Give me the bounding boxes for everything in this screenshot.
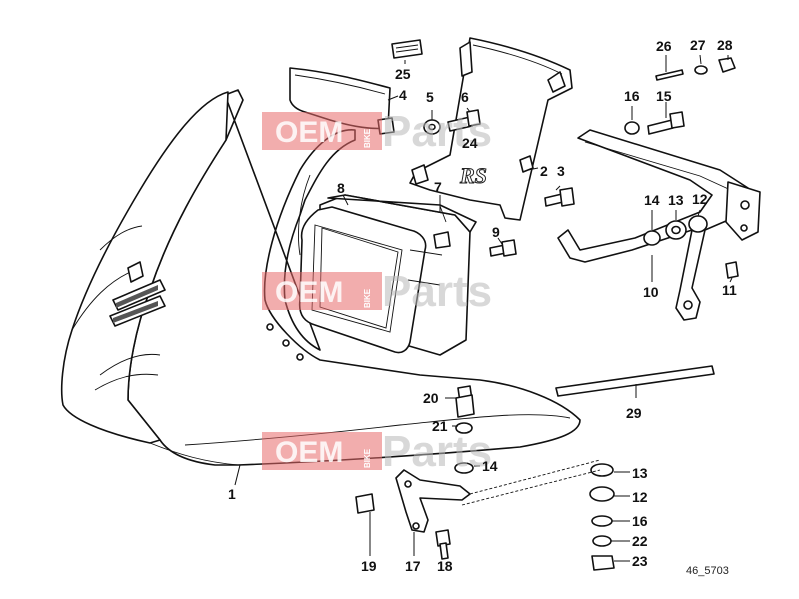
- callout-16-upper: 16: [624, 88, 640, 104]
- callout-2: 2: [540, 163, 548, 179]
- callout-19: 19: [361, 558, 377, 574]
- callout-8: 8: [337, 180, 345, 196]
- callout-18: 18: [437, 558, 453, 574]
- callout-13-upper: 13: [668, 192, 684, 208]
- callout-7: 7: [434, 179, 442, 195]
- type-plate: [391, 39, 423, 59]
- callout-26: 26: [656, 38, 672, 54]
- rs-decal: RS: [459, 163, 487, 188]
- rubber-strip: [555, 365, 715, 397]
- callout-29: 29: [626, 405, 642, 421]
- callout-15: 15: [656, 88, 672, 104]
- callout-11: 11: [722, 282, 737, 298]
- leader-lines: [234, 54, 733, 562]
- callout-14-lower: 14: [482, 458, 498, 474]
- watermark-top: OEM BIKE Parts: [262, 107, 492, 156]
- callout-6: 6: [461, 89, 469, 105]
- callout-16-lower: 16: [632, 513, 648, 529]
- callout-14-upper: 14: [644, 192, 660, 208]
- watermark-parts: Parts: [382, 107, 492, 156]
- panel-screws: [489, 187, 575, 257]
- watermark-oem: OEM: [275, 276, 343, 309]
- callout-12-upper: 12: [692, 191, 708, 207]
- watermark-bottom: OEM BIKE Parts: [262, 427, 492, 476]
- watermark-bike: BIKE: [363, 448, 372, 468]
- callout-28: 28: [717, 37, 733, 53]
- callout-1: 1: [228, 486, 236, 502]
- callout-12-lower: 12: [632, 489, 648, 505]
- headlight-bracket: [557, 129, 761, 321]
- callout-24: 24: [462, 135, 478, 151]
- watermark-middle: OEM BIKE Parts: [262, 267, 492, 316]
- callout-9: 9: [492, 224, 500, 240]
- callout-17: 17: [405, 558, 421, 574]
- callout-27: 27: [690, 37, 706, 53]
- diagram-reference-code: 46_5703: [686, 565, 729, 577]
- watermark-parts: Parts: [382, 427, 492, 476]
- rs-panel: RS: [409, 37, 573, 221]
- watermark-bike: BIKE: [363, 128, 372, 148]
- watermark-oem: OEM: [275, 436, 343, 469]
- callout-3: 3: [557, 163, 565, 179]
- callout-22: 22: [632, 533, 648, 549]
- bracket-fasteners: [624, 57, 736, 246]
- fairing-shell: [60, 89, 581, 466]
- callout-25: 25: [395, 66, 411, 82]
- watermark-bike: BIKE: [363, 288, 372, 308]
- callout-10: 10: [643, 284, 659, 300]
- watermark-parts: Parts: [382, 267, 492, 316]
- callout-21: 21: [432, 418, 448, 434]
- callout-labels: 1 2 3 4 5 6 7 8 9 10 11 12 13 14 15 16 2…: [228, 37, 737, 577]
- watermark-oem: OEM: [275, 116, 343, 149]
- callout-23: 23: [632, 553, 648, 569]
- callout-13-lower: 13: [632, 465, 648, 481]
- lower-mount: [355, 385, 615, 571]
- callout-5: 5: [426, 89, 434, 105]
- callout-20: 20: [423, 390, 439, 406]
- windshield-fasteners: [423, 109, 481, 135]
- callout-4: 4: [399, 87, 407, 103]
